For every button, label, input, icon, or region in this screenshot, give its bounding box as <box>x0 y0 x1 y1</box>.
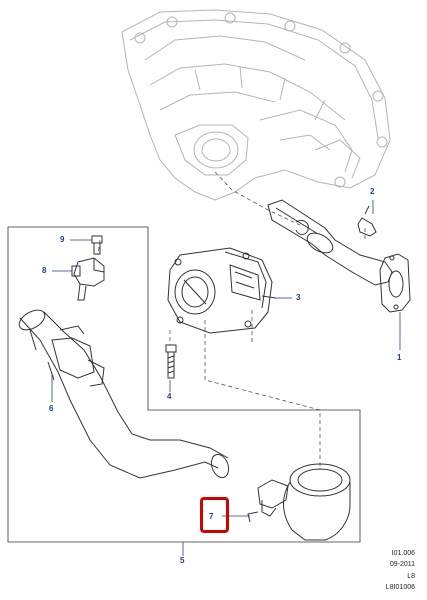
reference-model: L8 <box>407 573 415 580</box>
assembly-guide-lines <box>97 171 366 470</box>
reference-image-code: L8I01006 <box>385 584 415 591</box>
bolt-drawing <box>165 344 177 379</box>
callout-7: 7 <box>209 512 214 521</box>
callout-8: 8 <box>42 266 47 275</box>
group-bracket <box>7 226 361 543</box>
callout-4: 4 <box>167 392 172 401</box>
sensor-drawing <box>71 235 105 301</box>
callout-5: 5 <box>180 556 185 565</box>
callout-2: 2 <box>370 187 375 196</box>
throttle-body-drawing <box>167 247 277 334</box>
egr-pipe-drawing <box>267 199 411 313</box>
callout-9: 9 <box>60 235 65 244</box>
reference-code: I01.006 <box>391 550 415 557</box>
intake-manifold-drawing <box>121 9 391 201</box>
reference-date: 09-2011 <box>389 561 415 568</box>
intake-hose-drawing <box>18 309 230 479</box>
callout-1: 1 <box>397 353 402 362</box>
elbow-with-clamp-drawing <box>247 463 351 541</box>
callout-7-highlight-box <box>200 497 229 533</box>
callout-3: 3 <box>296 293 301 302</box>
leader-lines <box>51 200 401 556</box>
callout-6: 6 <box>49 404 54 413</box>
